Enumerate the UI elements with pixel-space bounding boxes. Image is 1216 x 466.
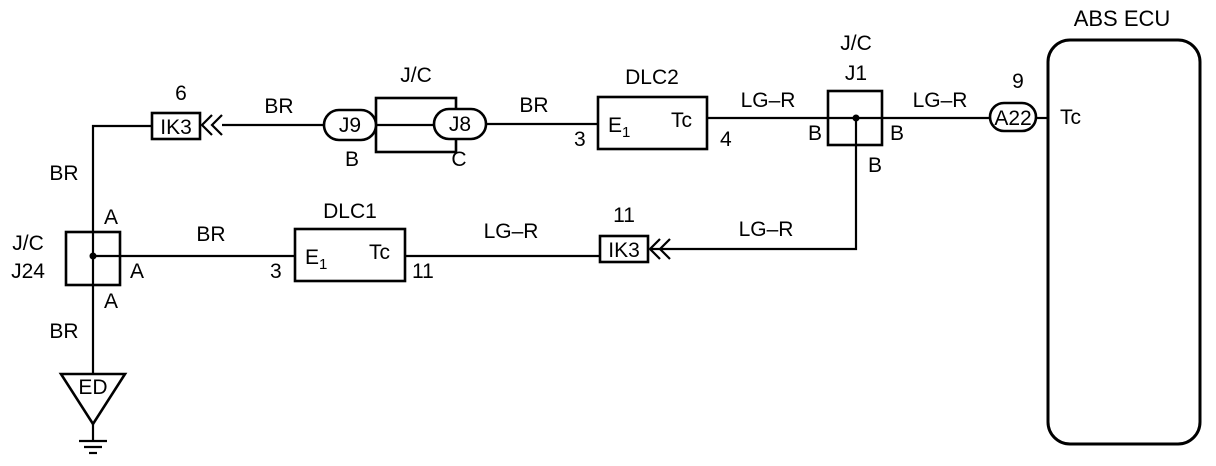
dlc2: DLC2 E1 Tc 3 4 [574, 66, 732, 151]
connector-ik3-bottom-pin: 11 [613, 204, 635, 227]
connector-j9-body [322, 108, 378, 142]
wire-label-j1-ecu: LG–R [913, 89, 968, 112]
connector-j9-pin: B [345, 148, 359, 171]
junction-j24: J/C J24 A A A [11, 206, 144, 313]
wire-ik3-to-j24 [91, 124, 152, 232]
wire-label-j8-dlc2: BR [519, 94, 548, 117]
dlc1-pin-e1: E1 [305, 246, 327, 273]
ground-ed: ED [58, 372, 128, 455]
junction-j1: J/C J1 B B B [808, 32, 904, 177]
dlc2-pin-e1: E1 [608, 114, 630, 141]
wire-label-j24-ground: BR [49, 320, 78, 343]
connector-ik3-top-chevron-1 [200, 114, 213, 136]
connector-ik3-top-label: IK3 [160, 116, 192, 139]
dlc2-title: DLC2 [625, 66, 679, 89]
wires [91, 116, 1048, 374]
wire-label-ik3-j24: BR [49, 162, 78, 185]
dlc2-pin-right-no: 4 [720, 128, 732, 151]
dlc1-pin-right-no: 11 [412, 260, 434, 283]
abs-ecu: ABS ECU Tc [1046, 6, 1202, 446]
connector-a22-body [988, 101, 1038, 133]
junction-j24-pin-top: A [104, 206, 118, 229]
wire-label-j24-dlc1: BR [196, 223, 225, 246]
junction-j1-title: J/C [840, 32, 872, 55]
wire-label-ik3-j9: BR [264, 95, 293, 118]
connector-ik3-top-body [150, 111, 202, 141]
dlc1: DLC1 E1 Tc 3 11 [270, 200, 434, 283]
abs-ecu-body [1046, 38, 1202, 446]
connector-ik3-top: 6 IK3 [150, 82, 223, 141]
dlc2-body [596, 95, 709, 151]
junction-j1-pin-left: B [808, 122, 822, 145]
junction-j24-pin-bottom: A [104, 290, 118, 313]
ground-ed-triangle [58, 372, 128, 427]
dlc1-title: DLC1 [323, 200, 377, 223]
wire-label-j1-ik3: LG–R [739, 218, 794, 241]
wire-label-dlc1-ik3: LG–R [484, 220, 539, 243]
connector-ik3-bottom-label: IK3 [608, 239, 640, 262]
connector-a22-pin: 9 [1012, 70, 1024, 93]
connector-ik3-top-chevron-2 [210, 114, 223, 136]
junction-j1-name: J1 [845, 62, 867, 85]
connector-ik3-bottom: 11 IK3 [598, 204, 671, 264]
dlc1-pin-left-no: 3 [270, 260, 282, 283]
junction-top: J/C J9 J8 B C [322, 64, 488, 171]
wire-labels: BR BR LG–R LG–R LG–R LG–R BR BR BR [49, 89, 967, 343]
ground-ed-label: ED [78, 376, 107, 399]
dlc1-pin-tc: Tc [369, 241, 390, 264]
abs-ecu-title: ABS ECU [1074, 6, 1171, 31]
connector-j8-pin: C [451, 148, 466, 171]
connector-j9-label: J9 [339, 114, 361, 137]
junction-j1-pin-right: B [890, 122, 904, 145]
junction-j24-box [64, 230, 122, 287]
connector-a22-label: A22 [994, 107, 1031, 130]
dlc2-pin-tc: Tc [671, 109, 692, 132]
connector-j8-body [432, 107, 488, 141]
junction-j24-node [89, 252, 97, 260]
connector-ik3-bottom-chevron-2 [658, 238, 671, 260]
connector-a22: A22 9 [988, 70, 1038, 133]
junction-j24-name: J24 [11, 260, 45, 283]
junction-top-title: J/C [400, 64, 432, 87]
connector-j8-label: J8 [449, 113, 471, 136]
junction-j24-pin-right: A [130, 260, 144, 283]
connector-ik3-bottom-body [598, 234, 650, 264]
connector-ik3-top-pin: 6 [175, 82, 187, 105]
wire-label-dlc2-j1: LG–R [741, 89, 796, 112]
abs-ecu-pin-tc: Tc [1060, 106, 1081, 129]
junction-j1-pin-bottom: B [868, 154, 882, 177]
junction-j24-title: J/C [12, 232, 44, 255]
dlc1-body [293, 227, 407, 283]
connector-ik3-bottom-chevron-1 [648, 238, 661, 260]
wire-ik3-to-j1 [650, 145, 858, 251]
dlc2-pin-left-no: 3 [574, 128, 586, 151]
junction-j1-box [826, 89, 884, 147]
junction-j1-node [852, 114, 860, 122]
